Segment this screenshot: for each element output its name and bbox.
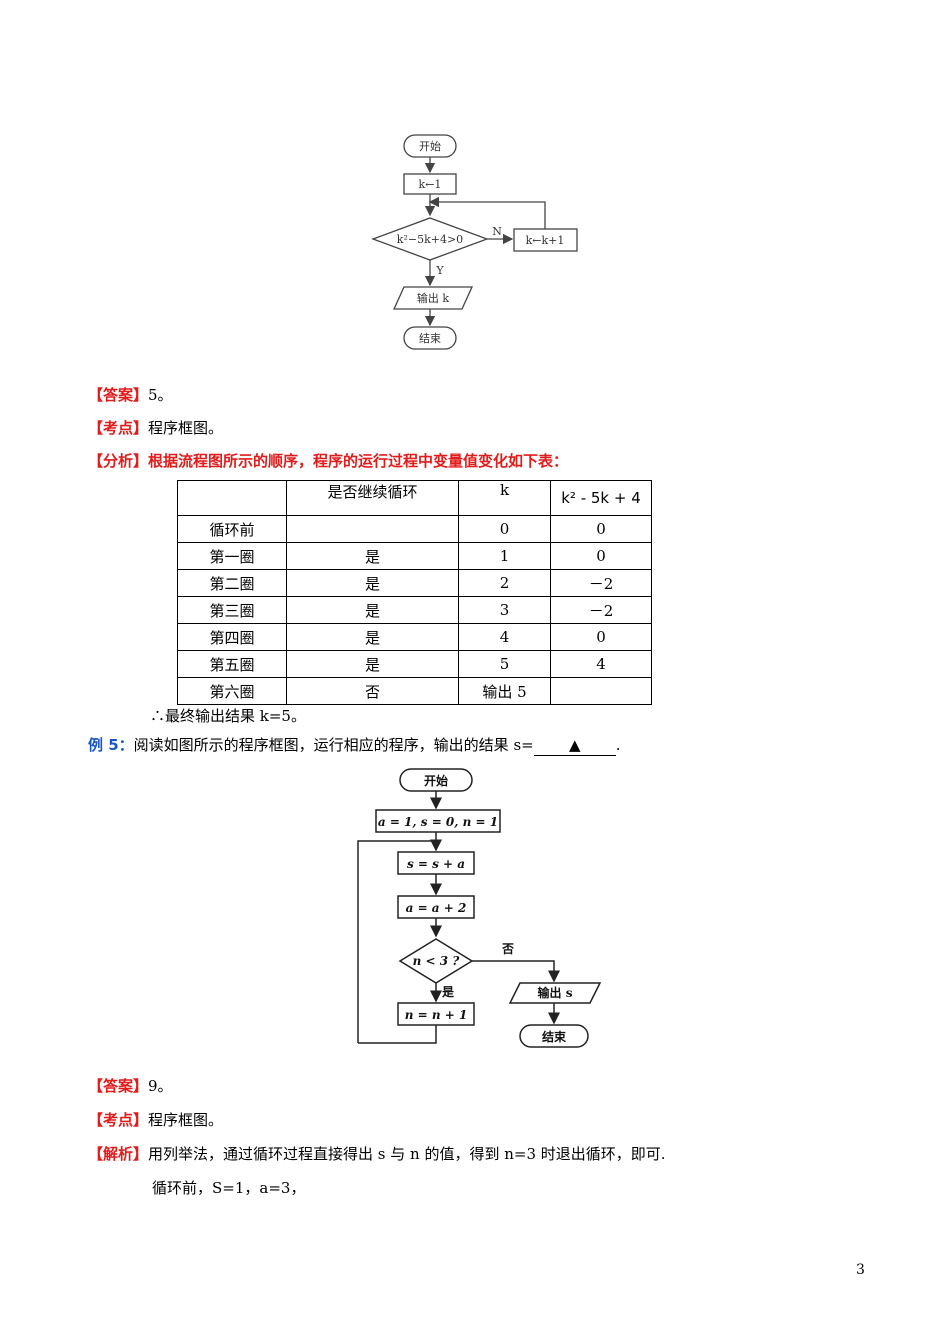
no-label: 否 bbox=[501, 942, 514, 956]
end-terminal bbox=[403, 326, 457, 350]
init-label: a = 1, s = 0, n = 1 bbox=[378, 815, 498, 829]
table-header: k bbox=[458, 480, 551, 516]
solution-line-5b: 循环前，S=1，a=3， bbox=[152, 1179, 306, 1197]
output-parallelogram bbox=[508, 982, 602, 1004]
answer-blank: ▲ bbox=[533, 735, 616, 756]
solution-line-5: 【解析】用列举法，通过循环过程直接得出 s 与 n 的值，得到 n=3 时退出循… bbox=[88, 1145, 666, 1163]
end-label: 结束 bbox=[542, 1029, 567, 1044]
flowchart-example5: 开始 a = 1, s = 0, n = 1 s = s + a a = a +… bbox=[357, 768, 602, 1048]
output-label: 输出 k bbox=[417, 291, 449, 305]
flowchart-example4: 开始 k←1 k²−5k+4>0 N k←k+1 Y 输出 k 结束 bbox=[371, 134, 578, 350]
no-label: N bbox=[492, 225, 502, 238]
page-number: 3 bbox=[856, 1262, 865, 1278]
step1-label: s = s + a bbox=[407, 857, 465, 871]
yes-label: 是 bbox=[441, 985, 455, 999]
topic-line-4: 【考点】程序框图。 bbox=[88, 419, 224, 437]
answer-line-5: 【答案】9。 bbox=[88, 1077, 173, 1095]
analysis-line-4: 【分析】根据流程图所示的顺序，程序的运行过程中变量值变化如下表： bbox=[88, 452, 569, 470]
init-label: k←1 bbox=[419, 178, 442, 191]
end-terminal bbox=[519, 1024, 589, 1048]
end-label: 结束 bbox=[419, 332, 441, 345]
start-label: 开始 bbox=[419, 139, 441, 153]
condition-label: n < 3 ? bbox=[413, 954, 461, 968]
table-header: 是否继续循环 bbox=[286, 480, 459, 516]
topic-line-5: 【考点】程序框图。 bbox=[88, 1111, 224, 1129]
table-header bbox=[177, 480, 287, 516]
conclusion-line: ∴最终输出结果 k=5。 bbox=[150, 707, 306, 725]
table-header: k² - 5k + 4 bbox=[550, 480, 652, 516]
example5-question: 例 5：阅读如图所示的程序框图，运行相应的程序，输出的结果 s=▲. bbox=[88, 735, 621, 756]
table-header-row: 是否继续循环 k k² - 5k + 4 bbox=[177, 480, 652, 516]
init-box bbox=[375, 809, 501, 833]
increment-label: k←k+1 bbox=[526, 234, 565, 247]
triangle-icon: ▲ bbox=[568, 736, 581, 754]
output-parallelogram bbox=[392, 286, 474, 310]
answer-line-4: 【答案】5。 bbox=[88, 386, 173, 404]
condition-label: k²−5k+4>0 bbox=[397, 233, 463, 246]
start-label: 开始 bbox=[424, 773, 448, 788]
yes-label: Y bbox=[435, 264, 444, 277]
step3-label: n = n + 1 bbox=[405, 1008, 468, 1022]
table-row: 第六圈否输出 5 bbox=[177, 677, 652, 705]
output-label: 输出 s bbox=[538, 985, 573, 1000]
step2-label: a = a + 2 bbox=[406, 901, 467, 915]
